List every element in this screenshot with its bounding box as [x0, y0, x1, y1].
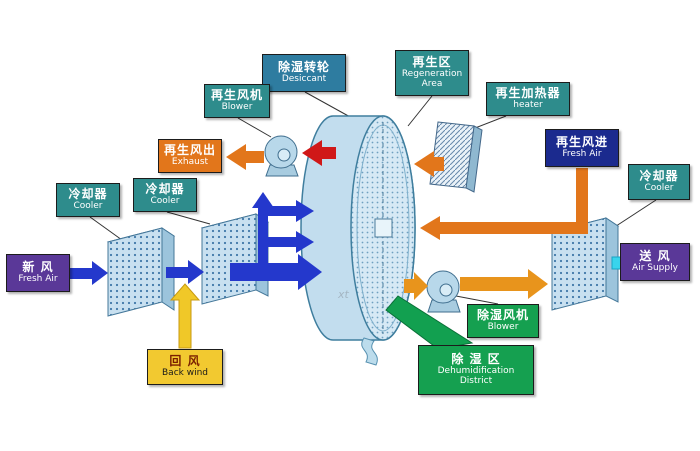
label-cooler-left-2: 冷却器 Cooler: [133, 178, 197, 212]
label-regen-exhaust-en: Exhaust: [171, 156, 209, 167]
label-regen-blower-en: Blower: [221, 101, 253, 112]
label-dehum-blower-zh: 除湿风机: [476, 308, 529, 323]
regen-exhaust-arrow: [226, 144, 264, 170]
label-cooler-right-zh: 冷却器: [639, 169, 679, 184]
label-cooler-left-1-en: Cooler: [73, 200, 103, 211]
label-regen-heater-zh: 再生加热器: [495, 86, 561, 101]
label-dehum-blower: 除湿风机 Blower: [467, 304, 539, 338]
label-cooler-left-2-zh: 冷却器: [145, 182, 185, 197]
label-cooler-right: 冷却器 Cooler: [628, 164, 690, 200]
back-wind-arrow: [169, 283, 201, 349]
regen-blower-fan: [264, 135, 299, 177]
label-dehum-district-zh: 除 湿 区: [451, 352, 501, 367]
label-cooler-left-2-en: Cooler: [150, 195, 180, 206]
label-dehum-blower-en: Blower: [487, 321, 519, 332]
cooler-to-cooler-arrow: [166, 260, 204, 284]
regen-fresh-air-duct: [420, 168, 588, 240]
label-cooler-left-1-zh: 冷却器: [68, 187, 108, 202]
label-regen-fresh-air-en: Fresh Air: [562, 148, 602, 159]
label-regen-blower: 再生风机 Blower: [204, 84, 270, 118]
upper-into-wheel-arrow-1: [268, 200, 314, 222]
label-regen-heater-en: heater: [513, 99, 543, 110]
regen-out-of-wheel-arrow: [302, 140, 336, 166]
label-air-supply: 送 风 Air Supply: [620, 243, 690, 281]
label-back-wind-zh: 回 风: [169, 354, 201, 369]
wheel-rotation-ribbon: [361, 337, 378, 366]
label-desiccant-wheel-zh: 除湿转轮: [277, 60, 330, 75]
wheel-to-dehum-fan-arrow: [404, 272, 428, 300]
fresh-air-inlet-arrow: [70, 261, 108, 285]
watermark-text: xt: [338, 288, 349, 301]
label-air-supply-en: Air Supply: [632, 262, 678, 273]
label-regen-blower-zh: 再生风机: [210, 88, 263, 103]
label-regen-fresh-air-zh: 再生风进: [555, 135, 608, 150]
label-regeneration-area: 再生区 Regeneration Area: [395, 50, 469, 96]
dehum-fan-outlet-arrow: [460, 269, 548, 299]
label-desiccant-wheel-en: Desiccant: [281, 73, 327, 84]
label-cooler-left-1: 冷却器 Cooler: [56, 183, 120, 217]
label-regeneration-area-zh: 再生区: [412, 55, 452, 70]
main-into-wheel-arrow: [230, 254, 322, 290]
process-air-arrows: [70, 192, 322, 290]
label-air-supply-zh: 送 风: [639, 249, 671, 264]
cooler-panel-left-1: [106, 227, 176, 317]
heater-panel: [429, 121, 483, 193]
upper-into-wheel-arrow-2: [268, 231, 314, 253]
label-fresh-air: 新 风 Fresh Air: [6, 254, 70, 292]
heater-to-wheel-arrow: [414, 151, 444, 177]
label-regen-exhaust-zh: 再生风出: [163, 143, 216, 158]
label-desiccant-wheel: 除湿转轮 Desiccant: [262, 54, 346, 92]
label-cooler-right-en: Cooler: [644, 182, 674, 193]
label-fresh-air-en: Fresh Air: [18, 273, 58, 284]
riser-duct: [258, 205, 268, 271]
label-dehum-district-en: Dehumidification District: [437, 366, 515, 386]
label-regen-heater: 再生加热器 heater: [486, 82, 570, 116]
label-dehum-district: 除 湿 区 Dehumidification District: [418, 345, 534, 395]
label-back-wind-en: Back wind: [162, 367, 208, 378]
label-back-wind: 回 风 Back wind: [147, 349, 223, 385]
label-regeneration-area-en: Regeneration Area: [401, 69, 463, 89]
riser-up-arrowhead: [252, 192, 274, 208]
label-regen-fresh-air: 再生风进 Fresh Air: [545, 129, 619, 167]
label-connector-lines: [89, 91, 657, 305]
label-regen-exhaust: 再生风出 Exhaust: [158, 139, 222, 173]
desiccant-wheel: [300, 115, 416, 341]
label-fresh-air-zh: 新 风: [22, 260, 54, 275]
dehum-blower-fan: [426, 270, 461, 313]
